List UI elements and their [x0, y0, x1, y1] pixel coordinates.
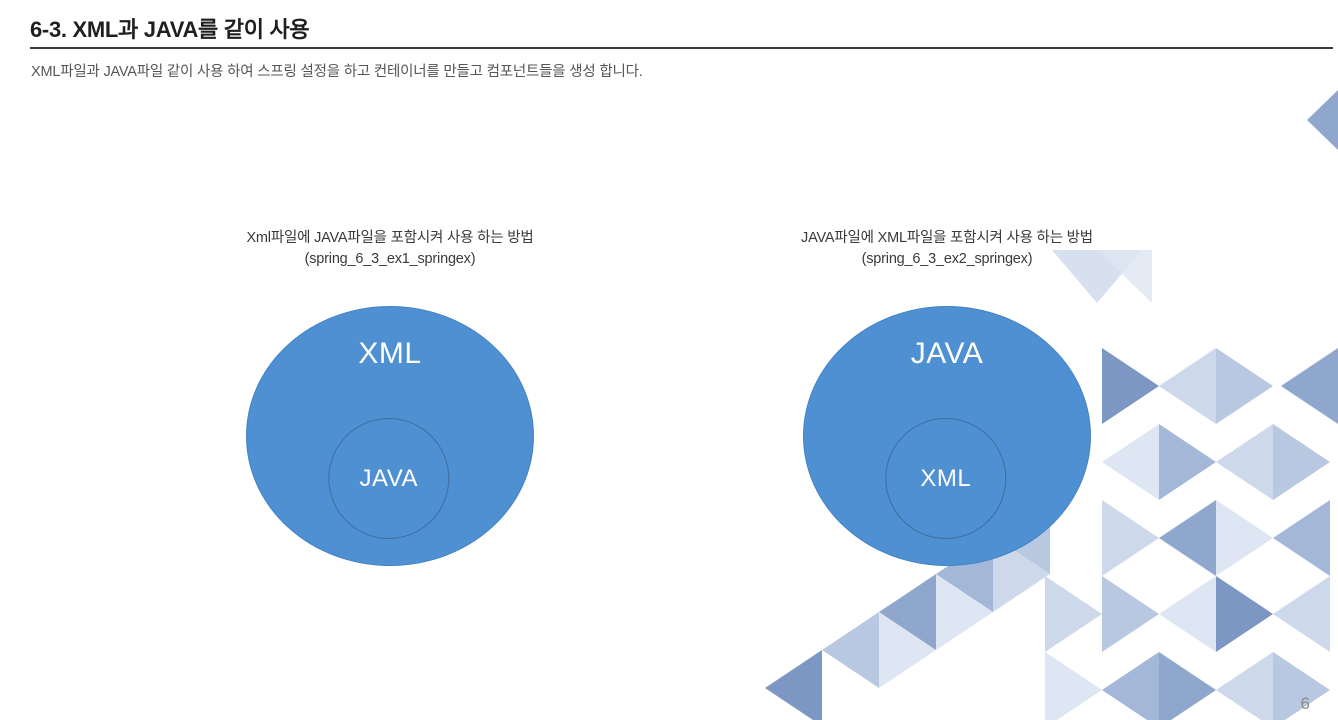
title-divider: [30, 47, 1333, 49]
outer-circle-label: XML: [358, 337, 422, 371]
diagram-caption-line2: (spring_6_3_ex1_springex): [304, 251, 476, 268]
outer-circle: XML JAVA: [246, 306, 534, 567]
outer-circle-label: JAVA: [910, 337, 984, 371]
diagram-caption-line2: (spring_6_3_ex2_springex): [861, 251, 1033, 268]
inner-circle: JAVA: [328, 418, 450, 540]
diagram-caption-line1: Xml파일에 JAVA파일을 포함시켜 사용 하는 방법: [246, 230, 534, 246]
diagram-xml-contains-java: Xml파일에 JAVA파일을 포함시켜 사용 하는 방법 (spring_6_3…: [155, 228, 625, 567]
inner-circle-label: JAVA: [359, 464, 419, 492]
page-number: 6: [1300, 694, 1310, 713]
inner-circle-label: XML: [920, 464, 972, 492]
diagram-caption-line1: JAVA파일에 XML파일을 포함시켜 사용 하는 방법: [801, 230, 1093, 246]
outer-circle: JAVA XML: [803, 306, 1091, 567]
diagram-caption: JAVA파일에 XML파일을 포함시켜 사용 하는 방법 (spring_6_3…: [712, 228, 1182, 270]
diagram-java-contains-xml: JAVA파일에 XML파일을 포함시켜 사용 하는 방법 (spring_6_3…: [712, 228, 1182, 567]
diagram-caption: Xml파일에 JAVA파일을 포함시켜 사용 하는 방법 (spring_6_3…: [155, 228, 625, 270]
page-title: 6-3. XML과 JAVA를 같이 사용: [30, 17, 310, 42]
inner-circle: XML: [885, 418, 1007, 540]
slide-subtitle: XML파일과 JAVA파일 같이 사용 하여 스프링 설정을 하고 컨테이너를 …: [31, 64, 643, 80]
